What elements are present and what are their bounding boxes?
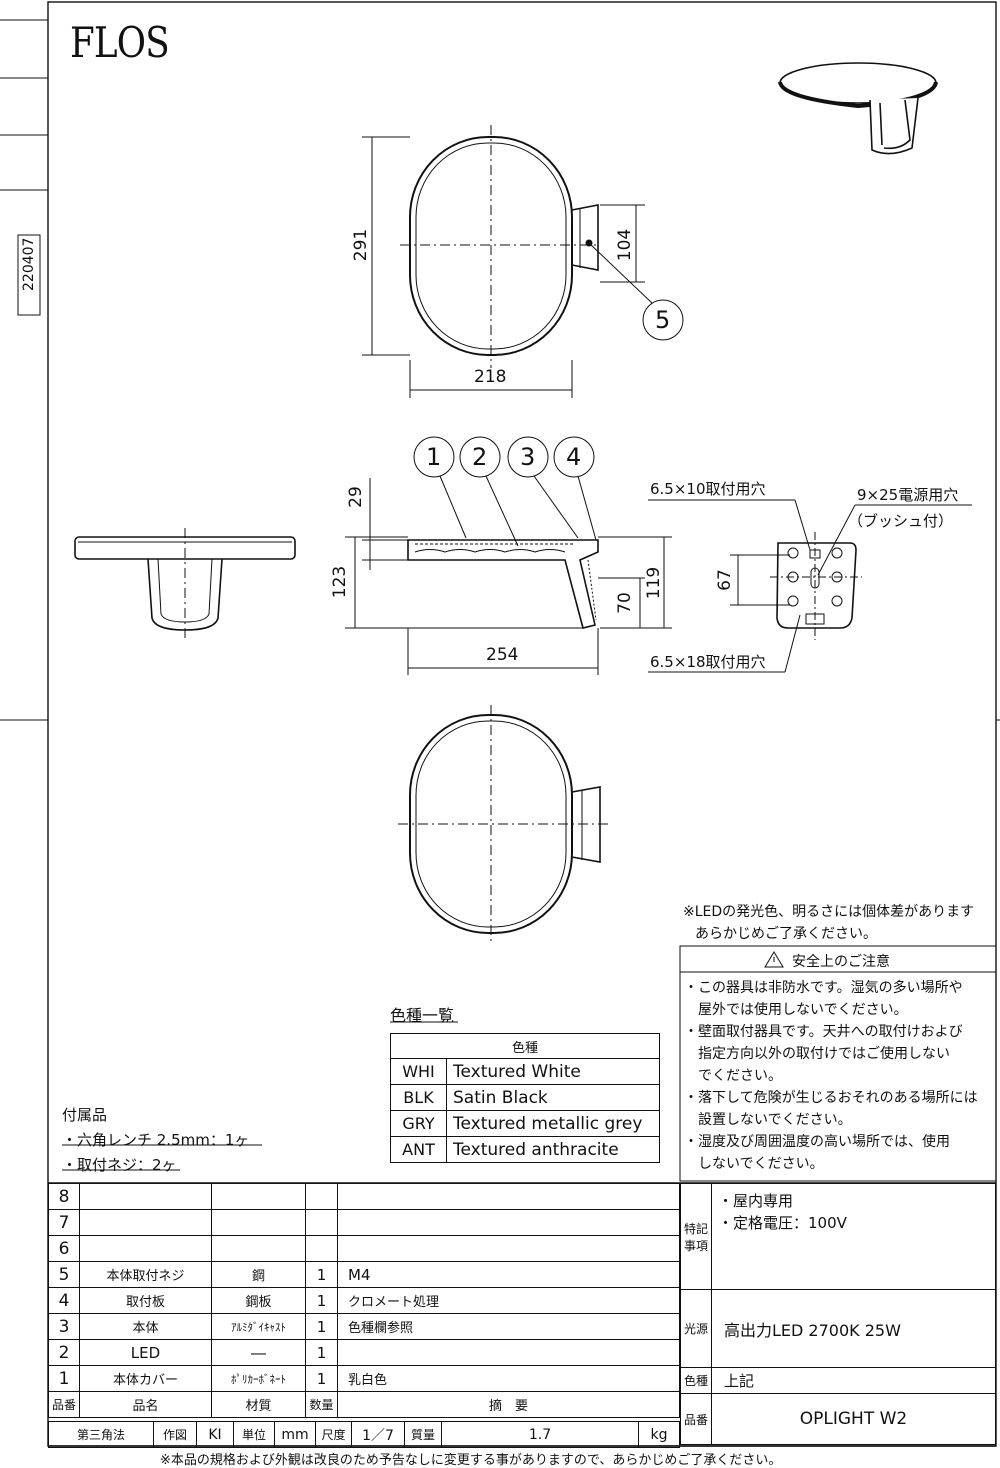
callout-3: 3 (520, 443, 536, 471)
dim-29: 29 (345, 486, 366, 508)
dim-70: 70 (614, 592, 635, 614)
callout-2: 2 (472, 443, 488, 471)
dim-254: 254 (486, 645, 519, 665)
footer-row: 第三角法 作図 KI 単位 mm 尺度 1／7 質量 1.7 kg (48, 1421, 680, 1448)
bottom-note: ※本品の規格および外観は改良のため予告なしに変更する事がありますので、あらかじめ… (160, 1453, 782, 1468)
hole-label-6.5x10: 6.5×10取付用穴 (650, 480, 766, 498)
led-note: ※LEDの発光色、明るさには個体差があります あらかじめご了承ください。 (683, 904, 975, 942)
dim-123: 123 (330, 565, 351, 599)
hole-label-9x25: 9×25電源用穴 (857, 486, 959, 504)
table-row: 7 (48, 1209, 680, 1236)
table-row: 8 (48, 1183, 680, 1210)
dim-67: 67 (714, 569, 735, 591)
side-view-left (74, 528, 296, 640)
brand-logo: FLOS (70, 18, 170, 67)
doc-code: 220407 (21, 237, 37, 291)
dim-119: 119 (644, 566, 665, 600)
hole-label-bush: （ブッシュ付） (848, 512, 954, 530)
specs-table: 特記事項 ・屋内専用 ・定格電圧：100V 光源高出力LED 2700K 25W… (680, 1183, 996, 1445)
safety-items: ・この器具は非防水です。湿気の多い場所や 屋外では使用しないでください。 ・壁面… (684, 980, 978, 1172)
color-list-title: 色種一覧 (390, 1006, 455, 1025)
hole-label-6.5x18: 6.5×18取付用穴 (650, 653, 766, 671)
table-header-row: 品番品名材質数量摘 要 (48, 1391, 680, 1418)
callout-4: 4 (566, 443, 582, 471)
special-note-2: ・定格電圧：100V (718, 1214, 847, 1232)
front-view-top (362, 125, 684, 398)
doc-code-box (17, 234, 41, 316)
section-view (345, 436, 672, 675)
safety-title: 安全上のご注意 (792, 954, 890, 970)
accessories: 付属品 ・六角レンチ 2.5mm：1ヶ ・取付ネジ：2ヶ (62, 1106, 250, 1174)
callout-5: 5 (655, 306, 671, 334)
dim-104: 104 (615, 228, 636, 262)
front-view-bottom (398, 705, 610, 945)
dim-291: 291 (351, 228, 372, 262)
mounting-plate-view (648, 499, 972, 673)
color-header: 色種 (390, 1033, 660, 1059)
warning-icon (764, 951, 784, 968)
table-row: 6 (48, 1235, 680, 1262)
special-note-1: ・屋内専用 (718, 1192, 794, 1210)
perspective-view (778, 62, 938, 155)
dim-218: 218 (474, 367, 507, 387)
safety-box (679, 945, 997, 1182)
callout-1: 1 (426, 443, 442, 471)
